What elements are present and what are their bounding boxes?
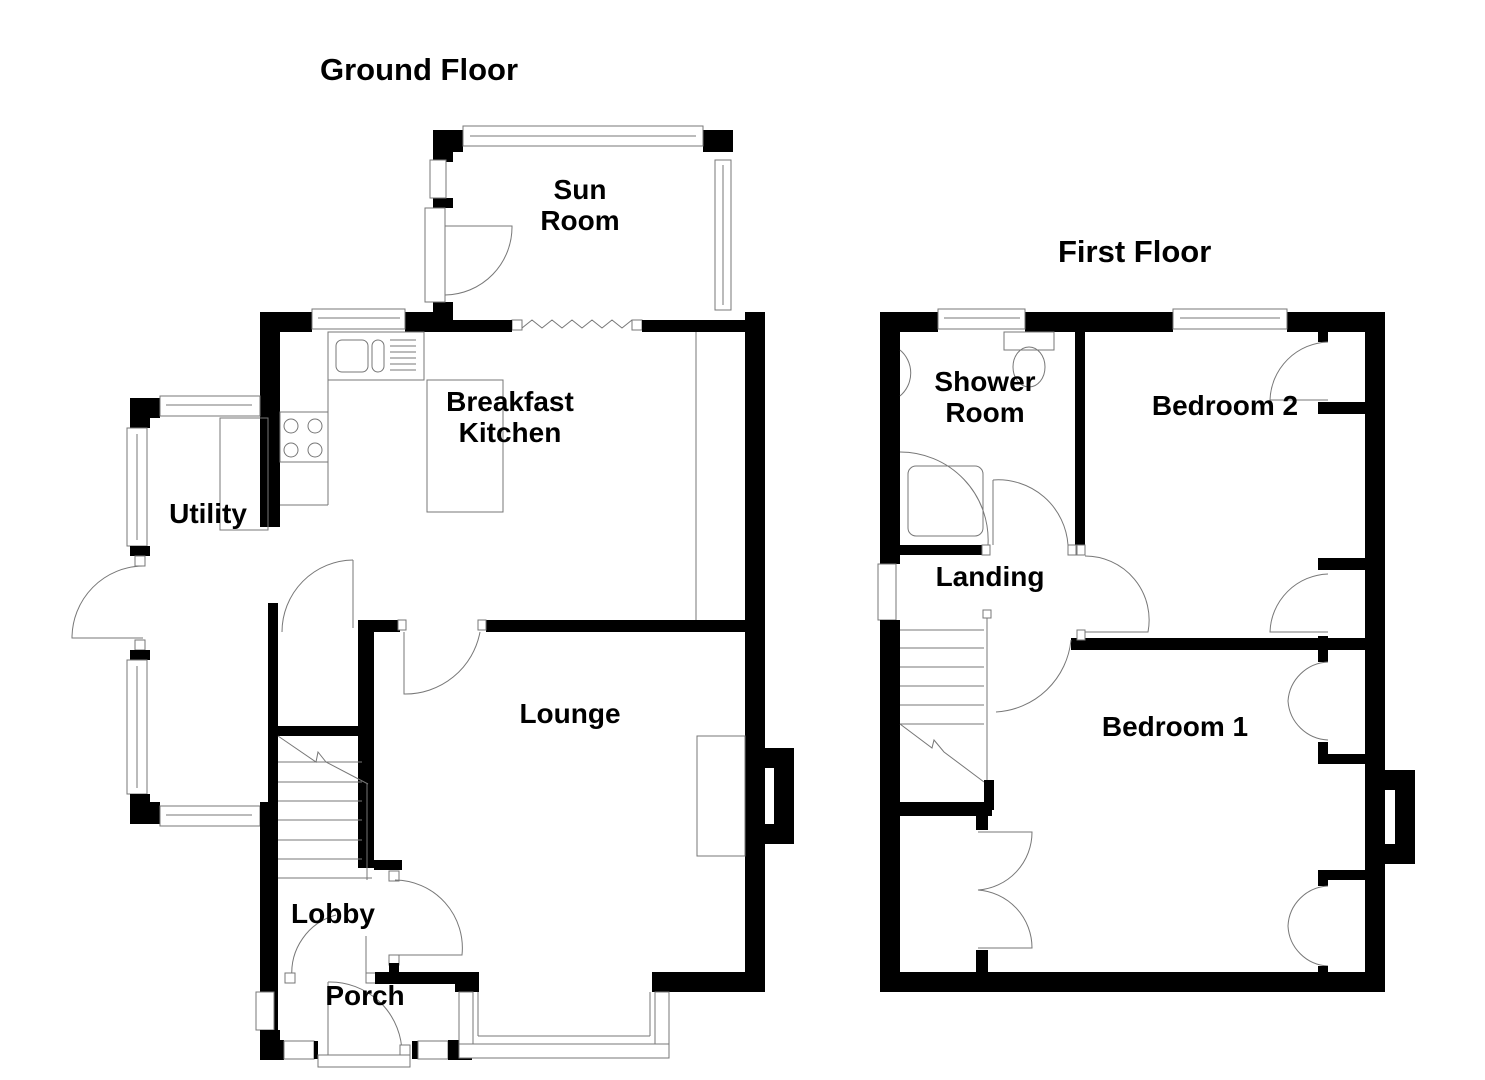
room-label-shower-room: Shower Room: [934, 366, 1036, 428]
room-label-porch: Porch: [325, 980, 405, 1011]
room-label-bedroom-2: Bedroom 2: [1151, 390, 1299, 421]
first-floor-plan: [877, 308, 1415, 992]
ground-floor-plan: [71, 125, 794, 1068]
kitchen-walls: [260, 308, 765, 752]
room-label-lounge: Lounge: [519, 698, 621, 729]
porch-walls: [255, 972, 479, 1068]
room-label-breakfast-kitchen: Breakfast Kitchen: [446, 386, 574, 448]
room-label-bedroom-1: Bedroom 1: [1101, 711, 1249, 742]
room-label-utility: Utility: [169, 498, 247, 529]
room-label-sun-room: Sun Room: [540, 174, 620, 236]
room-label-lobby: Lobby: [291, 898, 375, 929]
room-label-landing: Landing: [935, 561, 1045, 592]
first-floor-title: First Floor: [1058, 234, 1212, 269]
utility-walls: [71, 395, 269, 827]
lounge-walls: [458, 735, 794, 1059]
hall-walls: [260, 559, 750, 1058]
ground-floor-title: Ground Floor: [320, 52, 519, 87]
